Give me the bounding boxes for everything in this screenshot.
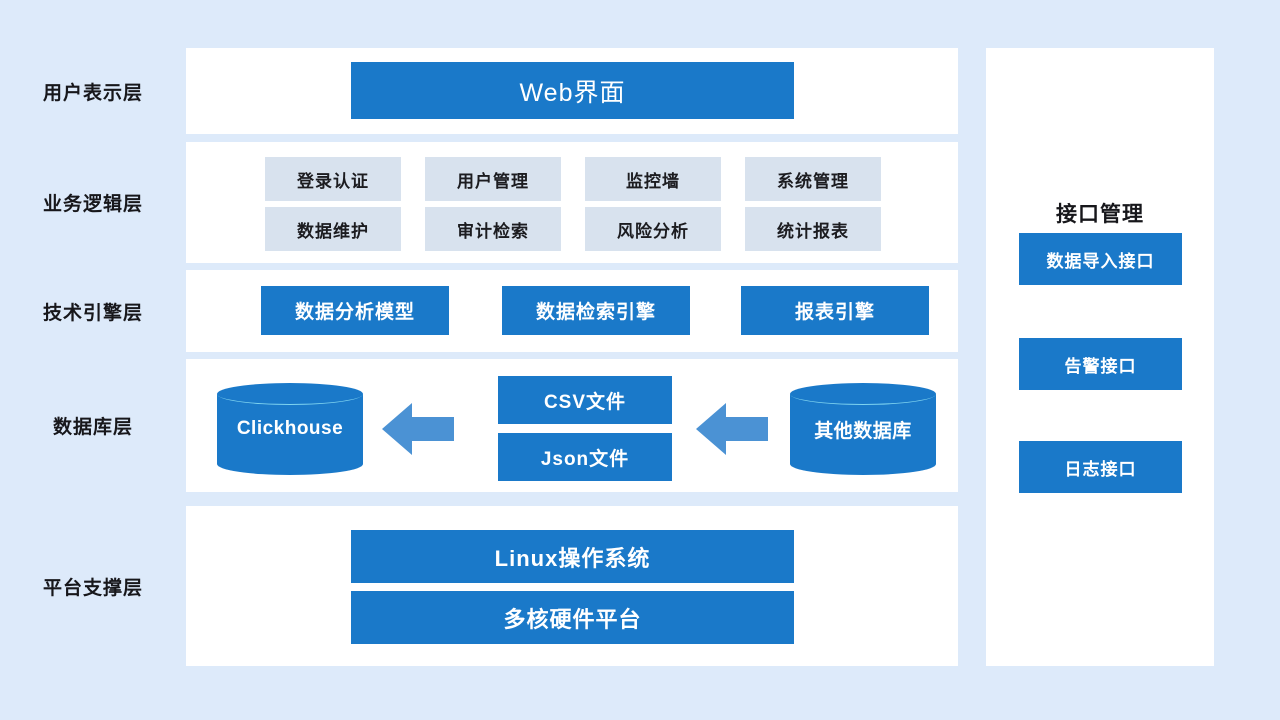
file-box-csv[interactable]: CSV文件	[498, 376, 672, 424]
layer-label-database: 数据库层	[52, 417, 133, 438]
web-ui-box[interactable]: Web界面	[351, 62, 794, 119]
cylinder-clickhouse[interactable]: Clickhouse	[217, 383, 363, 475]
panel-engine-layer: 数据分析模型 数据检索引擎 报表引擎	[186, 270, 958, 352]
interface-button-alarm[interactable]: 告警接口	[1019, 338, 1182, 390]
cylinder-body	[217, 394, 363, 464]
layer-label-presentation: 用户表示层	[42, 82, 143, 104]
tile-data-maintenance[interactable]: 数据维护	[265, 207, 401, 251]
engine-box-analysis-model[interactable]: 数据分析模型	[261, 286, 449, 335]
engine-box-report-engine[interactable]: 报表引擎	[741, 286, 929, 335]
cylinder-label-other-database: 其他数据库	[814, 420, 912, 442]
file-box-json[interactable]: Json文件	[498, 433, 672, 481]
layer-label-platform: 平台支撑层	[42, 577, 143, 599]
platform-box-linux-os[interactable]: Linux操作系统	[351, 530, 794, 583]
cylinder-top-ellipse	[217, 383, 363, 405]
interface-button-log[interactable]: 日志接口	[1019, 441, 1182, 493]
tile-monitor-wall[interactable]: 监控墙	[585, 157, 721, 201]
cylinder-body	[790, 394, 936, 464]
tile-audit-search[interactable]: 审计检索	[425, 207, 561, 251]
panel-presentation-layer: Web界面	[186, 48, 958, 134]
panel-interface-management: 接口管理 数据导入接口 告警接口 日志接口	[986, 48, 1214, 666]
tile-system-management[interactable]: 系统管理	[745, 157, 881, 201]
panel-platform-layer: Linux操作系统 多核硬件平台	[186, 506, 958, 666]
cylinder-other-database[interactable]: 其他数据库	[790, 383, 936, 475]
layer-label-engine: 技术引擎层	[42, 302, 143, 324]
tile-risk-analysis[interactable]: 风险分析	[585, 207, 721, 251]
panel-database-layer: Clickhouse CSV文件 Json文件 其他数据库	[186, 359, 958, 492]
arrow-left-to-files	[696, 401, 768, 457]
interface-button-data-import[interactable]: 数据导入接口	[1019, 233, 1182, 285]
tile-login-auth[interactable]: 登录认证	[265, 157, 401, 201]
cylinder-top-ellipse	[790, 383, 936, 405]
cylinder-label-clickhouse: Clickhouse	[236, 418, 344, 439]
engine-box-search-engine[interactable]: 数据检索引擎	[502, 286, 690, 335]
interface-panel-title: 接口管理	[1056, 203, 1144, 226]
platform-box-multicore-hardware[interactable]: 多核硬件平台	[351, 591, 794, 644]
tile-statistics-report[interactable]: 统计报表	[745, 207, 881, 251]
layer-label-business: 业务逻辑层	[42, 194, 143, 215]
tile-user-management[interactable]: 用户管理	[425, 157, 561, 201]
arrow-left-to-clickhouse	[382, 401, 454, 457]
panel-business-layer: 登录认证 用户管理 监控墙 系统管理 数据维护 审计检索 风险分析 统计报表	[186, 142, 958, 263]
